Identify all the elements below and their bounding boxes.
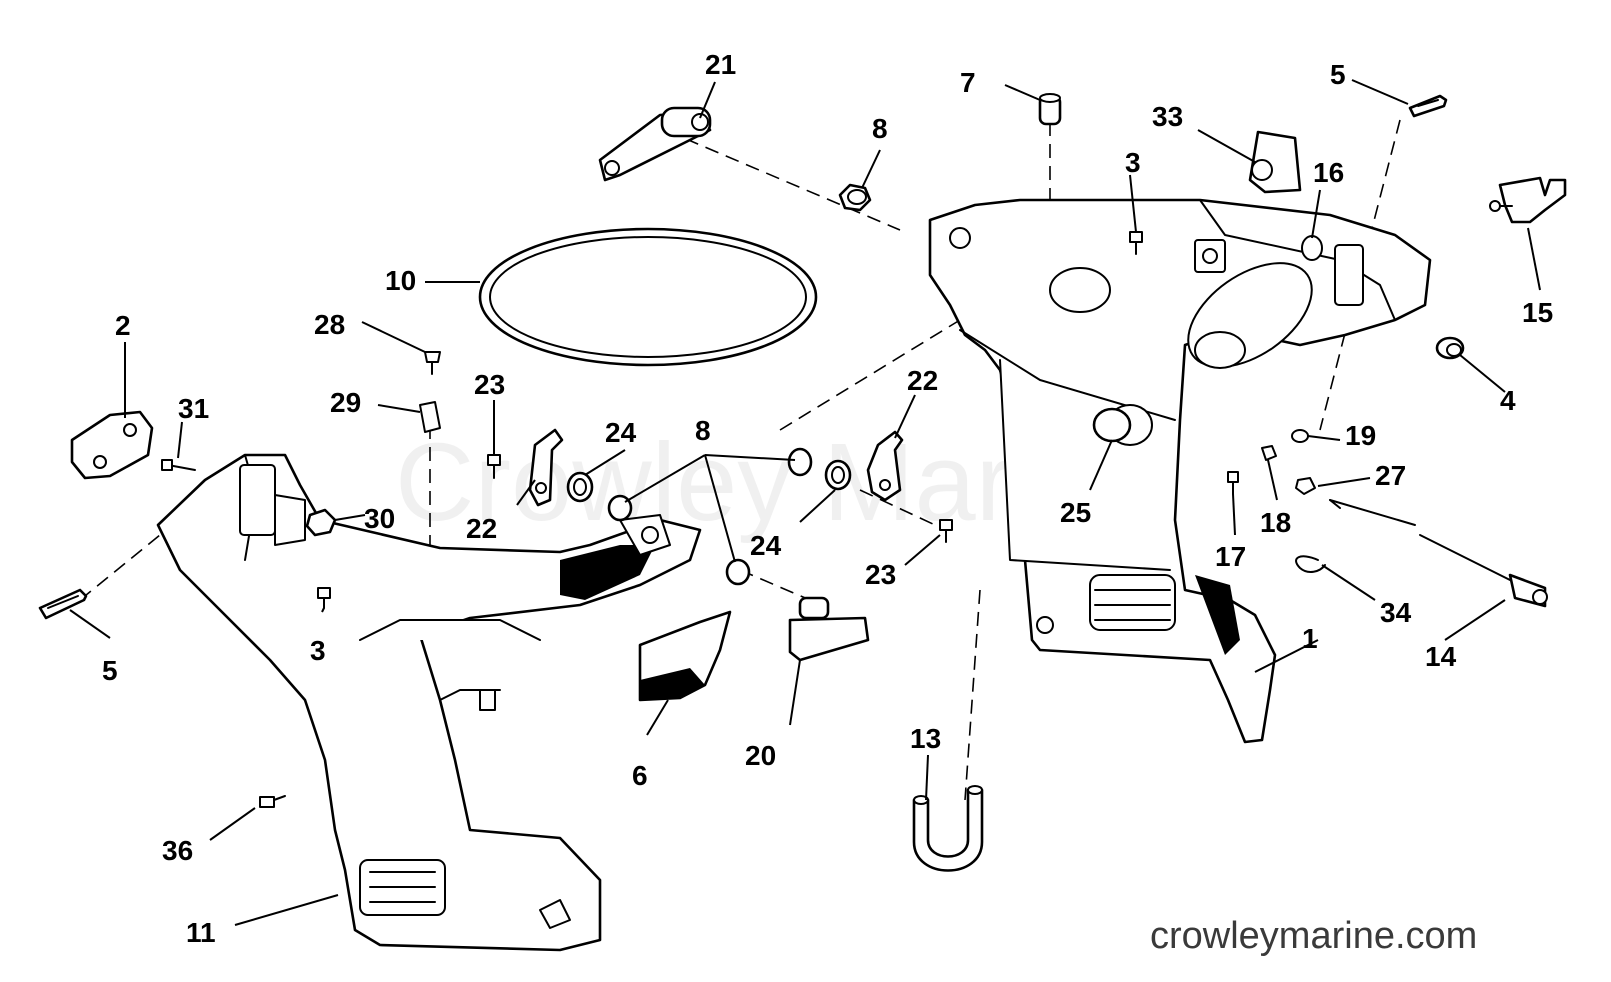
callout-2: 2 (115, 310, 131, 341)
callout-3-top: 3 (1125, 147, 1141, 178)
part-16-grommet (1301, 235, 1323, 261)
part-36-screw (259, 795, 286, 808)
part-8-bushing-middle (607, 447, 813, 586)
part-4-grommet (1435, 336, 1465, 360)
part-13-hose (912, 785, 984, 872)
callout-1: 1 (1302, 623, 1318, 654)
callout-23-left: 23 (474, 369, 505, 400)
callout-10: 10 (385, 265, 416, 296)
callout-8-middle: 8 (695, 415, 711, 446)
part-21-lever (598, 106, 712, 182)
part-22-latch-left (528, 428, 564, 507)
part-5-bolt-left (38, 588, 88, 620)
callout-13: 13 (910, 723, 941, 754)
part-6-cover-block (638, 610, 732, 702)
callout-leader-lines (69, 79, 1541, 926)
callout-17: 17 (1215, 541, 1246, 572)
callout-labels: 21 8 7 33 5 3 16 15 4 19 27 18 17 34 14 … (102, 49, 1553, 948)
callout-14: 14 (1425, 641, 1457, 672)
callout-21: 21 (705, 49, 736, 80)
callout-3-left: 3 (310, 635, 326, 666)
part-33-bracket (1248, 130, 1302, 194)
part-15-fitting (1489, 176, 1567, 224)
callout-8-top: 8 (872, 113, 888, 144)
part-28-screw (424, 351, 441, 375)
part-2-cap (70, 410, 154, 480)
part-10-seal-ring (478, 227, 818, 367)
part-20-handle (788, 596, 870, 662)
part-24-washer-left (566, 471, 594, 503)
callout-24-middle: 24 (750, 530, 782, 561)
callout-30: 30 (364, 503, 395, 534)
callout-11: 11 (186, 917, 216, 948)
part-8-bushing-top (838, 183, 872, 212)
part-27-nut (1295, 477, 1316, 495)
callout-4: 4 (1500, 385, 1516, 416)
callout-29: 29 (330, 387, 361, 418)
callout-22-left: 22 (466, 513, 497, 544)
part-25-grommet (1092, 407, 1132, 443)
callout-22-middle: 22 (907, 365, 938, 396)
callout-23-middle: 23 (865, 559, 896, 590)
part-23-screw-middle (939, 519, 953, 543)
callout-19: 19 (1345, 420, 1376, 451)
callout-33: 33 (1152, 101, 1183, 132)
part-18-washer (1261, 445, 1277, 461)
part-3-screw-left (317, 587, 331, 609)
callout-28: 28 (314, 309, 345, 340)
part-17-screw (1227, 471, 1239, 495)
part-19-washer (1291, 429, 1309, 443)
part-7-pin (1038, 93, 1062, 126)
part-30-nut (305, 508, 337, 537)
callout-27: 27 (1375, 460, 1406, 491)
part-5-bolt-top (1408, 94, 1448, 118)
callout-15: 15 (1522, 297, 1553, 328)
callout-18: 18 (1260, 507, 1291, 538)
callout-24-left: 24 (605, 417, 637, 448)
part-11-side-cover-left (156, 453, 702, 952)
callout-20: 20 (745, 740, 776, 771)
part-34-clip (1295, 555, 1326, 573)
callout-5-left: 5 (102, 655, 118, 686)
callout-5-top: 5 (1330, 59, 1346, 90)
part-29-clip (419, 401, 441, 433)
callout-36: 36 (162, 835, 193, 866)
part-31-screw (161, 459, 196, 471)
callout-31: 31 (178, 393, 209, 424)
callout-7: 7 (960, 67, 976, 98)
part-14-cable (1329, 499, 1548, 608)
callout-16: 16 (1313, 157, 1344, 188)
callout-34: 34 (1380, 597, 1412, 628)
callout-6: 6 (632, 760, 648, 791)
part-1-side-cover-right (928, 198, 1432, 744)
callout-25: 25 (1060, 497, 1091, 528)
site-label: crowleymarine.com (1150, 915, 1477, 957)
part-24-washer-middle (824, 459, 852, 491)
